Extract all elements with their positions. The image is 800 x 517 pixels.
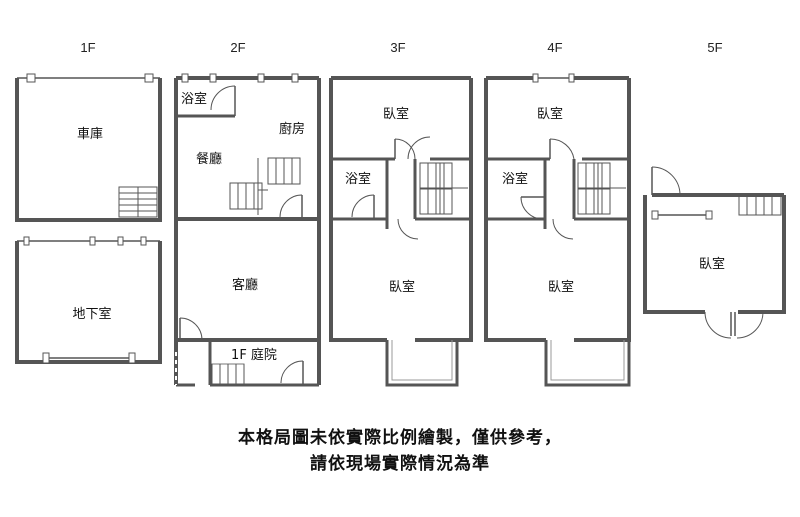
stairs-3f — [419, 162, 468, 215]
garage-room — [15, 73, 162, 222]
floor-label-1f: 1F — [80, 40, 95, 55]
room-label-living: 客廳 — [232, 277, 258, 293]
stairs-5f — [738, 194, 782, 216]
floor-label-4f: 4F — [547, 40, 562, 55]
floor-label-5f: 5F — [707, 40, 722, 55]
stairs-4f — [577, 162, 626, 215]
room-label-bath-3f: 浴室 — [345, 171, 371, 187]
floor-3f-walls — [329, 76, 473, 387]
room-label-bedroom-3f: 臥室 — [389, 279, 415, 295]
basement-room — [15, 236, 162, 364]
door-swing — [651, 166, 764, 339]
room-label-bath-4f: 浴室 — [502, 171, 528, 187]
room-label-courtyard: 1F 庭院 — [231, 347, 277, 363]
stairs-2f — [211, 157, 301, 386]
floor-5f-walls — [643, 193, 786, 336]
room-label-garage: 車庫 — [77, 127, 103, 142]
garage-stairs — [118, 186, 158, 218]
room-label-bedroom-5f: 臥室 — [699, 256, 725, 272]
room-label-bath-2f: 浴室 — [181, 91, 207, 107]
floor-label-3f: 3F — [390, 40, 405, 55]
door-swing — [520, 138, 575, 240]
floor-2f-walls — [174, 73, 321, 387]
room-label-dining: 餐廳 — [196, 151, 222, 167]
room-label-basement: 地下室 — [72, 306, 111, 322]
door-swing — [351, 136, 431, 240]
room-label-bedroom-4f-top: 臥室 — [537, 106, 563, 122]
room-label-bedroom-4f: 臥室 — [548, 279, 574, 295]
disclaimer-line-2: 請依現場實際情況為準 — [310, 454, 490, 474]
door-swing — [179, 85, 304, 385]
room-label-bedroom-3f-top: 臥室 — [383, 106, 409, 122]
floor-4f-walls — [484, 73, 631, 387]
room-label-kitchen: 廚房 — [279, 121, 305, 137]
disclaimer-line-1: 本格局圖未依實際比例繪製，僅供參考， — [238, 428, 562, 448]
floor-label-2f: 2F — [230, 40, 245, 55]
